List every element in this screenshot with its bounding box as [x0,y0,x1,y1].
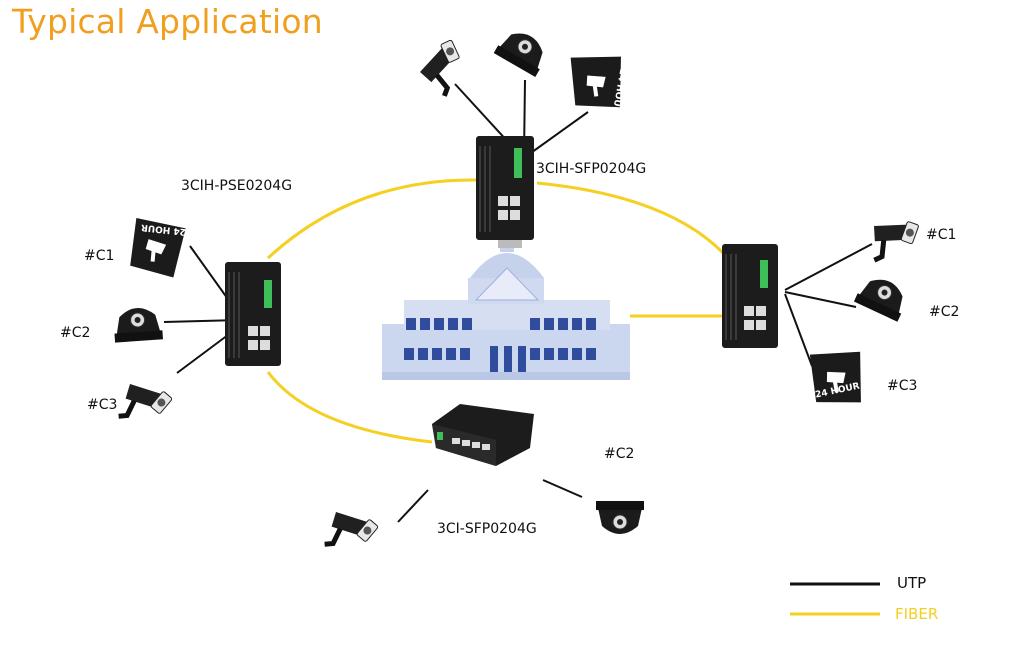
camera-label-left-c2: #C2 [60,325,91,341]
camera-right-c1-bullet [863,211,919,270]
switch-bottom [432,404,534,466]
fiber-link-top-left [266,178,479,260]
camera-left-c3-bullet [109,372,172,436]
camera-label-left-c1: #C1 [84,248,115,264]
utp-links [163,79,873,523]
camera-right-c2-dome [853,271,912,323]
camera-label-left-c3: #C3 [87,397,118,413]
switch-right [722,244,778,348]
fiber-link-left-bottom [266,371,433,444]
device-label-top: 3CIH-SFP0204G [536,161,647,177]
camera-label-right-c2: #C2 [929,304,960,320]
camera-left-c2-dome [112,305,164,344]
camera-label-right-c1: #C1 [926,227,957,243]
fiber-link-top-right [536,181,728,258]
device-label-left: 3CIH-PSE0204G [181,178,293,194]
camera-bottom-c2-dome [595,500,645,535]
switch-top [476,136,534,248]
legend-fiber-label: FIBER [895,605,939,623]
legend-utp-label: UTP [897,574,927,592]
switch-left [225,262,281,366]
page-title: Typical Application [12,2,323,41]
camera-bottom-bullet [315,500,378,564]
camera-top-dome [493,23,553,78]
camera-label-right-c3: #C3 [887,378,918,394]
device-label-bottom: 3CI-SFP0204G [437,521,537,537]
building-illustration [382,238,630,380]
camera-label-bottom-c2: #C2 [604,446,635,462]
fiber-links [266,178,728,444]
